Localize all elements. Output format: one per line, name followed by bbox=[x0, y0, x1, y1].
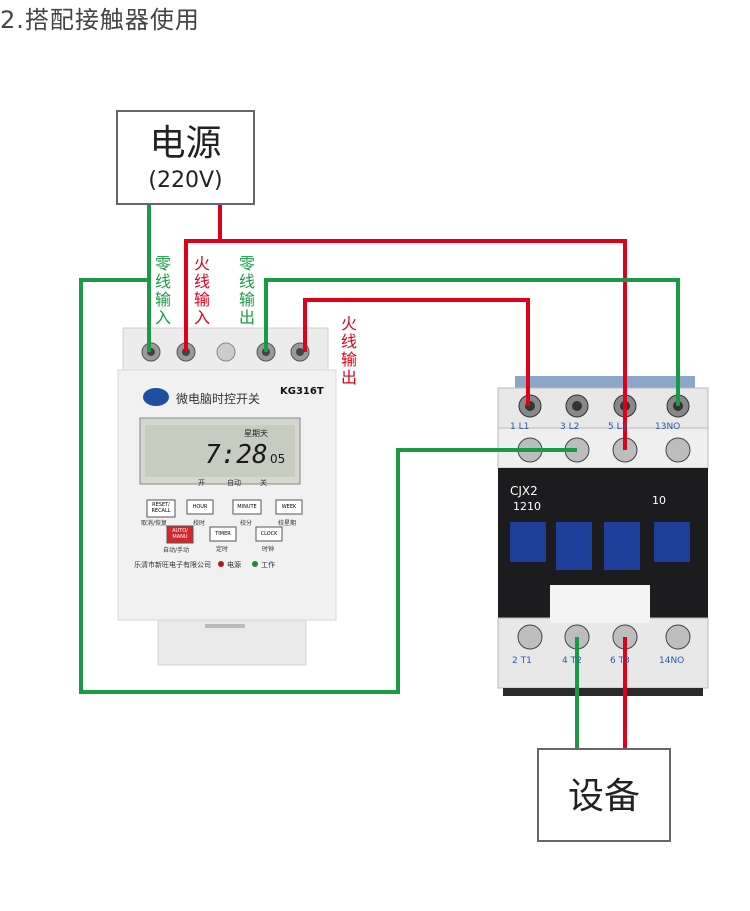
page-title: 2.搭配接触器使用 bbox=[0, 6, 200, 34]
timer-name: 微电脑时控开关 bbox=[176, 392, 261, 406]
power-source-label: 电源 bbox=[149, 123, 222, 164]
lcd-status-off: 关 bbox=[260, 479, 267, 487]
wires bbox=[79, 205, 680, 748]
brand-logo bbox=[143, 388, 169, 406]
wire-neutral-out bbox=[264, 278, 680, 406]
contactor-aux: 10 bbox=[652, 494, 666, 507]
wire-live-out bbox=[303, 298, 530, 406]
caption-reset: 取消/恢复 bbox=[141, 520, 168, 527]
lcd-time: 7:28 bbox=[205, 440, 268, 470]
maker-name: 乐清市新旺电子有限公司 bbox=[134, 561, 211, 569]
led-work-label: 工作 bbox=[261, 561, 275, 569]
power-source-box: 电源 (220V) bbox=[116, 110, 255, 205]
button-auto-manu: AUTO/ MANU bbox=[172, 528, 188, 540]
timer-buttons bbox=[146, 499, 303, 544]
terminal-label-2: 2 T1 bbox=[512, 656, 532, 666]
label-neutral-out: 零线输出 bbox=[238, 254, 255, 327]
terminal-label-6: 6 T3 bbox=[610, 656, 630, 666]
timer-model: KG316T bbox=[280, 386, 324, 397]
button-minute: MINUTE bbox=[237, 504, 257, 510]
lcd-weekday: 星期天 bbox=[244, 429, 268, 438]
caption-clock: 时钟 bbox=[262, 546, 275, 553]
button-reset: RESET/ RECALL bbox=[151, 502, 171, 514]
wire-live-in bbox=[184, 205, 222, 352]
label-live-in: 火线输入 bbox=[193, 254, 210, 327]
button-timer: TIMER bbox=[215, 531, 231, 537]
lcd-status-auto: 自动 bbox=[227, 479, 241, 487]
device-label: 设备 bbox=[567, 776, 640, 817]
caption-week: 校星期 bbox=[278, 520, 297, 527]
terminal-label-3: 3 L2 bbox=[560, 422, 580, 432]
timer-switch bbox=[117, 327, 337, 666]
wire-neutral-coil bbox=[79, 278, 577, 694]
contactor-rating: 1210 bbox=[513, 500, 541, 513]
caption-auto-manu: 自动/手动 bbox=[163, 547, 190, 554]
terminal-label-13: 13NO bbox=[655, 422, 681, 432]
button-hour: HOUR bbox=[192, 504, 208, 510]
label-live-out: 火线输出 bbox=[340, 314, 357, 387]
power-voltage-label: (220V) bbox=[148, 168, 223, 193]
label-neutral-in: 零线输入 bbox=[154, 254, 171, 327]
lcd-seconds: 05 bbox=[270, 452, 286, 466]
caption-timer: 定时 bbox=[216, 546, 229, 553]
terminal-label-1: 1 L1 bbox=[510, 422, 530, 432]
button-clock: CLOCK bbox=[260, 531, 278, 537]
wire-live-contactor bbox=[220, 239, 627, 450]
lcd-status-on: 开 bbox=[198, 479, 205, 487]
button-week: WEEK bbox=[281, 504, 297, 510]
terminal-label-5: 5 L3 bbox=[608, 422, 628, 432]
contactor-model: CJX2 bbox=[510, 484, 538, 498]
terminal-label-4: 4 T2 bbox=[562, 656, 582, 666]
device-box: 设备 bbox=[537, 748, 671, 842]
terminal-label-14: 14NO bbox=[659, 656, 685, 666]
led-power-label: 电源 bbox=[227, 561, 241, 569]
caption-hour: 校时 bbox=[193, 520, 206, 527]
caption-minute: 校分 bbox=[240, 520, 253, 527]
